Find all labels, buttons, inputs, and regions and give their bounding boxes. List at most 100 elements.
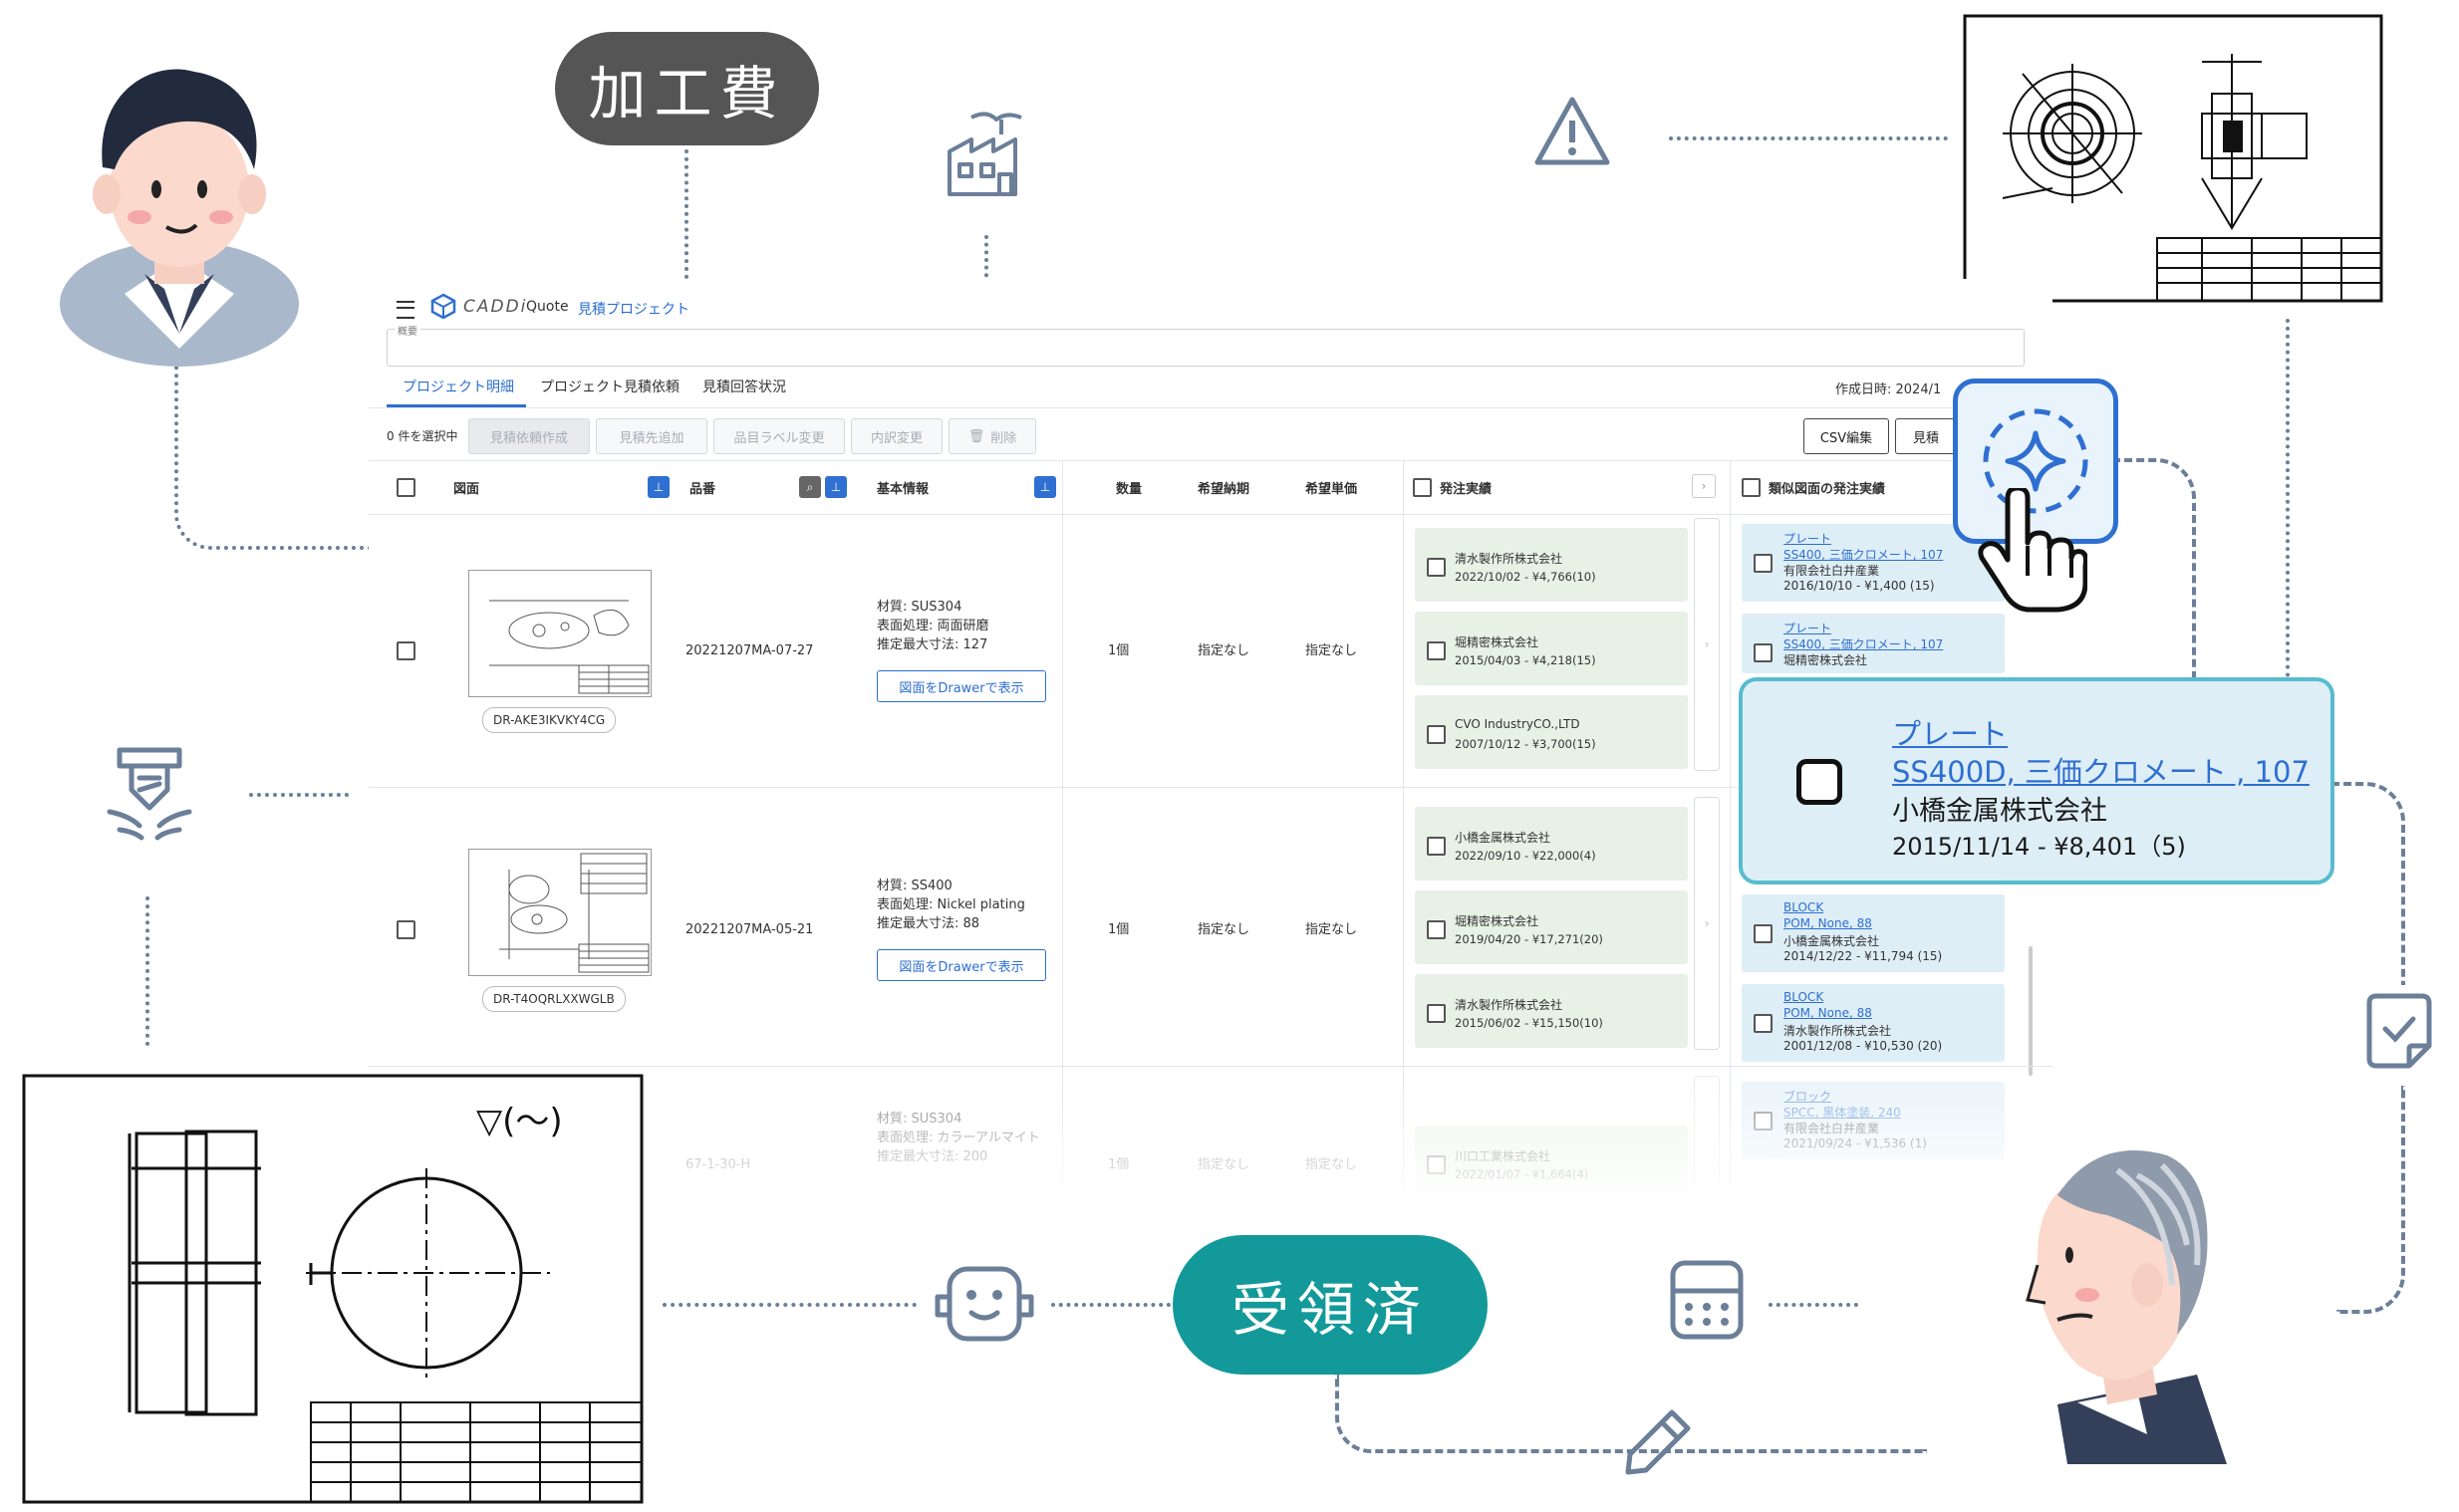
summary-label: 概要 <box>395 323 420 338</box>
order-detail: 2015/04/03 - ¥4,218(15) <box>1455 653 1596 667</box>
similar-order-card[interactable]: プレート SS400, 三価クロメート, 107 堀精密株式会社 <box>1742 614 2005 673</box>
search-icon[interactable]: ⌕ <box>799 476 821 498</box>
created-at: 作成日時: 2024/1 <box>1835 382 1942 397</box>
csv-edit-button[interactable]: CSV編集 <box>1803 418 1889 454</box>
popup-part-spec[interactable]: SS400D, 三価クロメート , 107 <box>1892 755 2310 789</box>
similar-history-checkbox[interactable] <box>1742 478 1761 497</box>
add-vendor-button[interactable]: 見積先追加 <box>596 418 707 454</box>
vendor-name: 堀精密株式会社 <box>1455 914 1539 928</box>
order-history-card[interactable]: 堀精密株式会社 2019/04/20 - ¥17,271(20) <box>1415 890 1688 964</box>
order-history-card[interactable]: CVO IndustryCO.,LTD 2007/10/12 - ¥3,700(… <box>1415 695 1688 769</box>
warning-icon <box>1534 97 1610 165</box>
order-history-card[interactable]: 堀精密株式会社 2015/04/03 - ¥4,218(15) <box>1415 612 1688 685</box>
similar-checkbox[interactable] <box>1754 554 1773 573</box>
connector-line <box>684 149 688 279</box>
similar-part-spec[interactable]: POM, None, 88 <box>1783 1006 1872 1020</box>
create-request-button[interactable]: 見積依頼作成 <box>468 418 590 454</box>
similar-vendor: 有限会社白井産業 <box>1783 1122 1880 1135</box>
calculator-icon <box>1670 1260 1744 1340</box>
material: 材質: SUS304 <box>877 600 962 615</box>
order-checkbox[interactable] <box>1427 641 1446 660</box>
popup-order-detail: 2015/11/14 - ¥8,401（5) <box>1892 833 2186 861</box>
similar-part-name[interactable]: プレート <box>1783 622 1832 635</box>
chevron-right-icon[interactable]: › <box>1692 474 1716 498</box>
row-checkbox[interactable] <box>397 641 415 660</box>
tab-project-details[interactable]: プロジェクト明細 <box>403 379 514 395</box>
order-history-card[interactable]: 川口工業株式会社 2022/01/07 - ¥1,664(4) <box>1415 1126 1688 1199</box>
similar-order-card[interactable]: BLOCK POM, None, 88 小橋金属株式会社 2014/12/22 … <box>1742 894 2005 972</box>
similar-order-popup[interactable]: プレート SS400D, 三価クロメート , 107 小橋金属株式会社 2015… <box>1739 677 2334 884</box>
divider <box>369 407 2052 408</box>
summary-field[interactable] <box>387 329 2025 367</box>
similar-checkbox[interactable] <box>1754 1112 1773 1131</box>
change-label-button[interactable]: 品目ラベル変更 <box>713 418 845 454</box>
expand-handle[interactable]: › <box>1694 518 1720 771</box>
similar-part-spec[interactable]: SS400, 三価クロメート, 107 <box>1783 548 1944 562</box>
order-checkbox[interactable] <box>1427 558 1446 577</box>
popup-part-name[interactable]: プレート <box>1892 717 2009 751</box>
quantity: 1個 <box>1108 643 1130 658</box>
delete-button[interactable]: 🗑削除 <box>949 418 1036 454</box>
similar-part-spec[interactable]: SPCC, 黒体塗装, 240 <box>1783 1106 1901 1120</box>
order-checkbox[interactable] <box>1427 725 1446 744</box>
pin-icon[interactable]: ⊥ <box>825 476 847 498</box>
expand-handle[interactable] <box>1694 1076 1720 1215</box>
document-check-icon <box>2366 993 2432 1069</box>
connector-line <box>2331 782 2405 985</box>
pin-icon[interactable]: ⊥ <box>1034 476 1056 498</box>
part-number: 20221207MA-07-27 <box>685 643 814 658</box>
received-badge: 受領済 <box>1173 1235 1488 1375</box>
similar-part-name[interactable]: ブロック <box>1783 1090 1832 1104</box>
pin-icon[interactable]: ⊥ <box>648 476 670 498</box>
drawing-thumbnail[interactable] <box>468 570 652 697</box>
order-history-card[interactable]: 清水製作所株式会社 2015/06/02 - ¥15,150(10) <box>1415 974 1688 1048</box>
similar-checkbox[interactable] <box>1754 924 1773 943</box>
similar-part-name[interactable]: BLOCK <box>1783 990 1824 1004</box>
order-checkbox[interactable] <box>1427 1155 1446 1174</box>
similar-checkbox[interactable] <box>1754 643 1773 662</box>
tab-project-requests[interactable]: プロジェクト見積依頼 <box>540 379 680 395</box>
vendor-name: 小橋金属株式会社 <box>1455 831 1551 845</box>
order-detail: 2019/04/20 - ¥17,271(20) <box>1455 932 1603 946</box>
popup-checkbox[interactable] <box>1796 759 1842 805</box>
expand-handle[interactable]: › <box>1694 797 1720 1050</box>
view-in-drawer-button[interactable]: 図面をDrawerで表示 <box>877 949 1046 981</box>
connector-line <box>1769 1303 1858 1307</box>
connector-line <box>984 235 988 285</box>
view-in-drawer-button[interactable]: 図面をDrawerで表示 <box>877 670 1046 702</box>
similar-checkbox[interactable] <box>1754 1014 1773 1033</box>
delete-label: 削除 <box>990 430 1017 446</box>
menu-icon[interactable] <box>397 301 414 319</box>
similar-order-card[interactable]: ブロック SPCC, 黒体塗装, 240 有限会社白井産業 2021/09/24… <box>1742 1082 2005 1159</box>
order-checkbox[interactable] <box>1427 920 1446 939</box>
order-history-card[interactable]: 清水製作所株式会社 2022/10/02 - ¥4,766(10) <box>1415 528 1688 602</box>
drawing-code: DR-T4OQRLXXWGLB <box>482 986 626 1012</box>
product-name: Quote <box>526 299 569 315</box>
connector-line <box>145 896 149 1046</box>
similar-vendor: 堀精密株式会社 <box>1783 653 1868 667</box>
order-history-card[interactable]: 小橋金属株式会社 2022/09/10 - ¥22,000(4) <box>1415 807 1688 881</box>
select-all-checkbox[interactable] <box>397 478 415 497</box>
similar-order-card[interactable]: BLOCK POM, None, 88 清水製作所株式会社 2001/12/08… <box>1742 984 2005 1062</box>
column-quantity: 数量 <box>1116 482 1143 497</box>
estimate-button[interactable]: 見積 <box>1895 418 1957 454</box>
row-checkbox[interactable] <box>397 920 415 939</box>
tab-answer-status[interactable]: 見積回答状況 <box>702 379 786 395</box>
scrollbar[interactable] <box>2029 946 2033 1076</box>
similar-detail: 2016/10/10 - ¥1,400 (15) <box>1783 579 1935 593</box>
breadcrumb[interactable]: 見積プロジェクト <box>578 302 689 318</box>
similar-part-spec[interactable]: POM, None, 88 <box>1783 916 1872 930</box>
order-checkbox[interactable] <box>1427 837 1446 856</box>
order-history-checkbox[interactable] <box>1413 478 1432 497</box>
column-similar-history: 類似図面の発注実績 <box>1769 482 1886 497</box>
sparkle-icon <box>1983 408 2088 514</box>
surface-treatment: 表面処理: カラーアルマイト <box>877 1131 1040 1145</box>
caddi-quote-window: CADDi Quote 見積プロジェクト 概要 プロジェクト明細 プロジェクト見… <box>369 279 2052 1215</box>
quantity: 1個 <box>1108 1157 1130 1172</box>
similar-part-name[interactable]: プレート <box>1783 532 1832 546</box>
similar-part-spec[interactable]: SS400, 三価クロメート, 107 <box>1783 637 1944 651</box>
change-breakdown-button[interactable]: 内訳変更 <box>851 418 943 454</box>
similar-part-name[interactable]: BLOCK <box>1783 900 1824 914</box>
drawing-thumbnail[interactable] <box>468 849 652 976</box>
order-checkbox[interactable] <box>1427 1004 1446 1023</box>
